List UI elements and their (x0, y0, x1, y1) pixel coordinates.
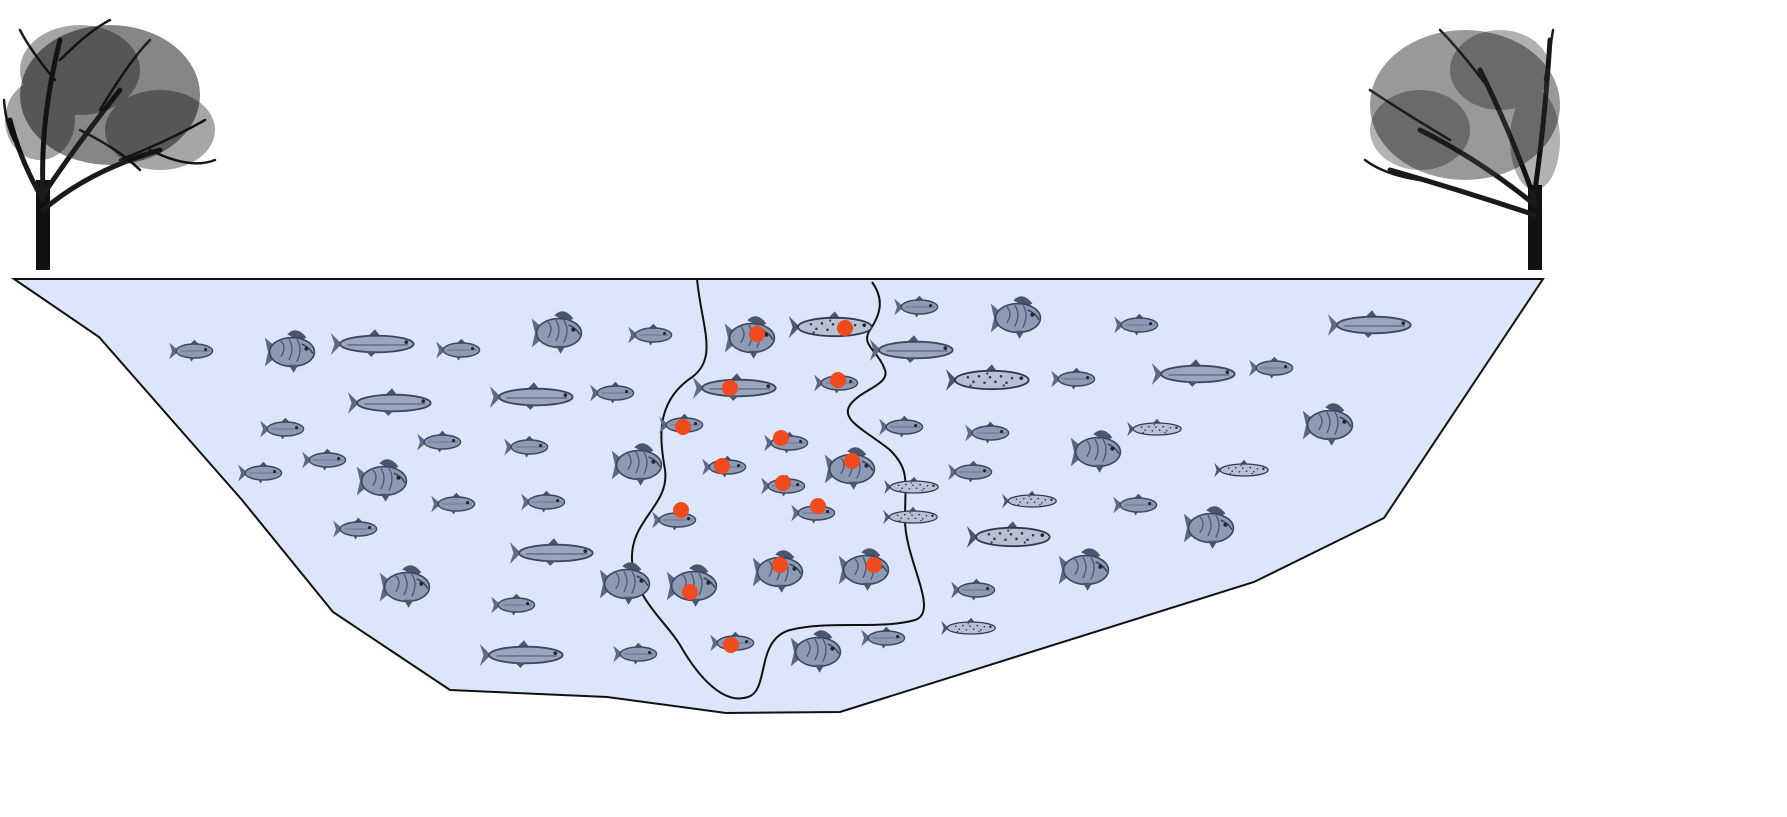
tag-marker (866, 557, 882, 573)
tag-marker (722, 380, 738, 396)
tag-marker (673, 502, 689, 518)
tree-icon (1365, 30, 1560, 270)
tag-marker (675, 419, 691, 435)
tag-marker (775, 475, 791, 491)
tag-marker (830, 372, 846, 388)
tag-marker (773, 430, 789, 446)
lake-water (14, 279, 1543, 713)
tag-marker (810, 498, 826, 514)
tag-marker (723, 637, 739, 653)
tree-right (1365, 30, 1560, 270)
tag-marker (714, 458, 730, 474)
tag-marker (682, 584, 698, 600)
tree-icon (4, 20, 215, 270)
tag-marker (749, 326, 765, 342)
tag-marker (772, 557, 788, 573)
tag-marker (837, 320, 853, 336)
tree-left (4, 20, 215, 270)
tag-marker (844, 453, 860, 469)
